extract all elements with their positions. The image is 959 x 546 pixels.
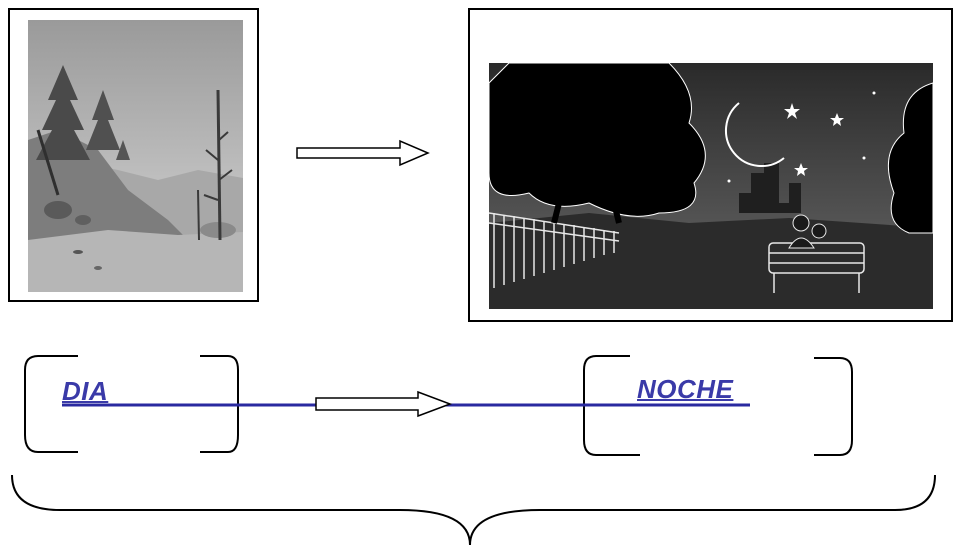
top-arrow-icon: [296, 139, 430, 167]
crescent-moon-face-icon: [725, 102, 785, 168]
day-label: DIA: [62, 376, 109, 406]
night-park-image: [489, 63, 933, 309]
night-label: NOCHE: [637, 374, 734, 404]
day-landscape-image: [28, 20, 243, 292]
day-picture-frame: [8, 8, 259, 302]
night-picture-frame: [468, 8, 953, 322]
middle-arrow-icon: [315, 390, 453, 418]
left-bracket-dia: [24, 355, 239, 453]
bottom-curly-brace: [11, 474, 936, 546]
